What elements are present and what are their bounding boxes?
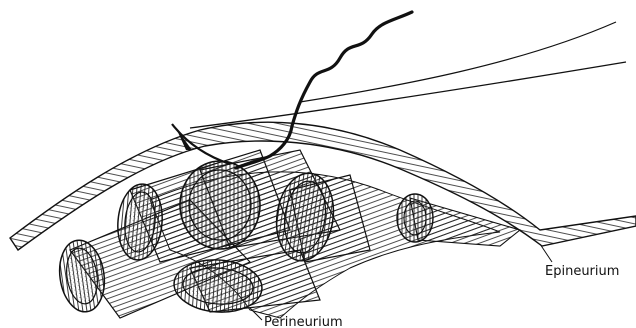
outer-skin-line — [190, 62, 626, 128]
fascicle-small-right — [397, 194, 520, 246]
epineurium-leader — [540, 244, 552, 262]
label-perineurium: Perineurium — [264, 315, 343, 328]
outer-skin-line-2 — [300, 22, 616, 102]
label-epineurium: Epineurium — [545, 264, 619, 279]
